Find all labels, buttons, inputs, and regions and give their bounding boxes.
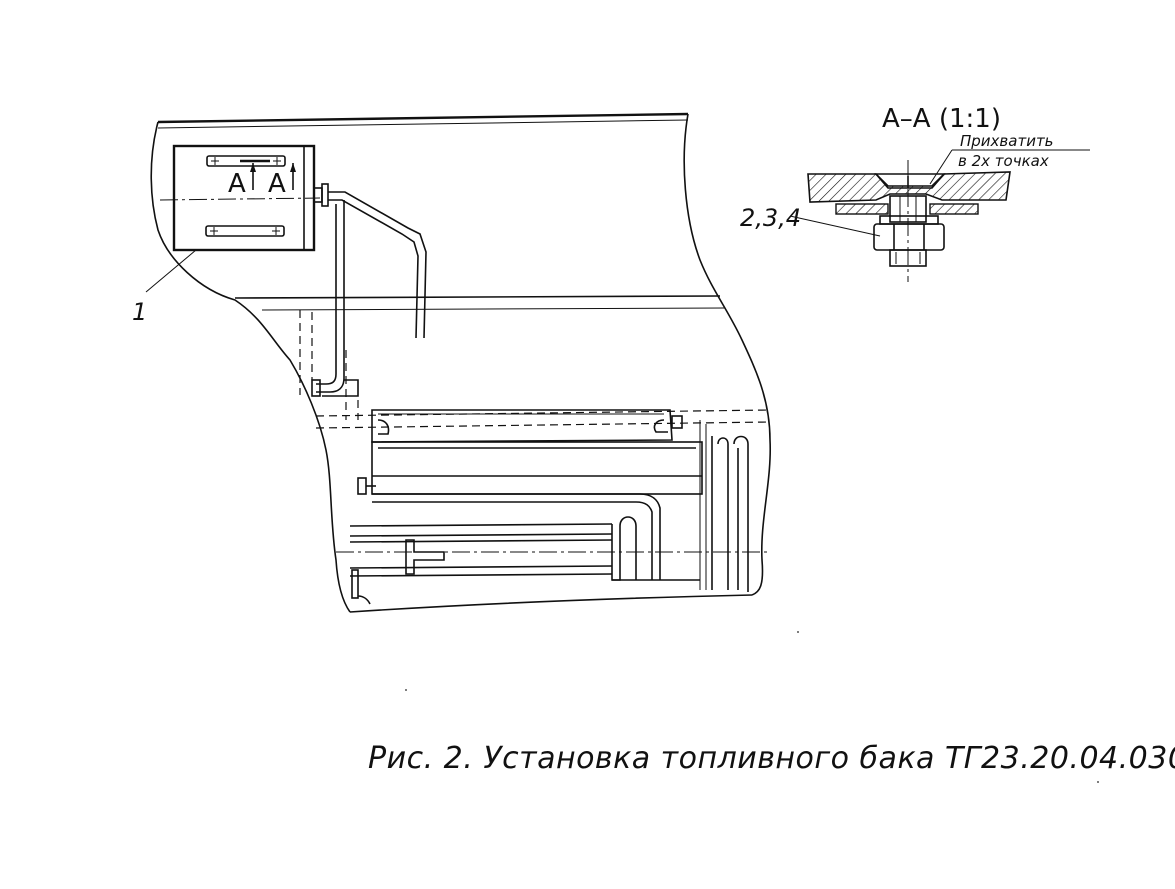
callout-item-1: 1 — [132, 298, 147, 326]
weld-note-line2: в 2х точках — [958, 152, 1049, 170]
speck — [1097, 781, 1099, 783]
section-title: А–А (1:1) — [882, 104, 1001, 134]
figure-caption: Рис. 2. Установка топливного бака ТГ23.2… — [368, 741, 1175, 776]
lower-structure — [336, 409, 768, 605]
leader-item-1 — [145, 249, 197, 293]
section-detail — [789, 149, 1090, 282]
speck — [797, 631, 799, 633]
frame-outline — [150, 112, 772, 613]
section-mark-right: А — [268, 169, 286, 199]
fuel-pipes — [299, 183, 771, 429]
section-mark-left: А — [228, 169, 246, 199]
weld-note-line1: Прихватить — [960, 132, 1054, 150]
bracket-plate — [172, 144, 316, 252]
callout-fasteners: 2,3,4 — [740, 204, 801, 232]
speck — [405, 689, 407, 691]
